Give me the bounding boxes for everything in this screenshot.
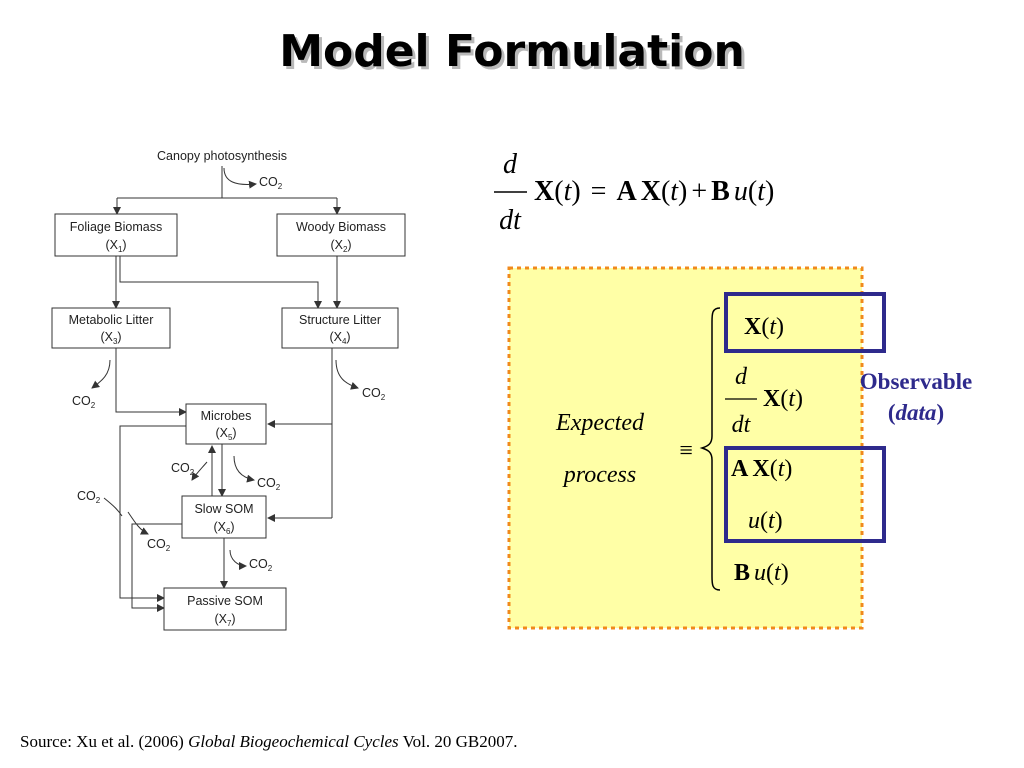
- flow-arrow: [119, 425, 186, 602]
- canopy-photosynthesis-label: Canopy photosynthesis: [157, 149, 287, 163]
- svg-text:Microbes: Microbes: [201, 409, 252, 423]
- svg-text:(X3): (X3): [100, 330, 121, 346]
- co2-release-arrow: [127, 511, 149, 535]
- left-brace: [699, 307, 721, 591]
- svg-text:Passive SOM: Passive SOM: [187, 594, 263, 608]
- co2-label-top: CO2: [259, 175, 283, 191]
- svg-text:(X2): (X2): [330, 238, 351, 254]
- svg-text:(X6): (X6): [213, 520, 234, 536]
- svg-text:Foliage Biomass: Foliage Biomass: [70, 220, 162, 234]
- carbon-flow-diagram: Canopy photosynthesis CO2 Foliage Biomas…: [51, 149, 406, 631]
- co2-label: CO2: [257, 476, 281, 492]
- foliage-biomass-box: Foliage Biomass (X1): [54, 213, 178, 257]
- item-x-of-t: X(t): [744, 314, 784, 340]
- item-derivative-x: X(t): [763, 386, 803, 412]
- microbes-box: Microbes (X5): [185, 403, 267, 445]
- co2-label: CO2: [362, 386, 386, 402]
- co2-uptake-arrow: [223, 167, 257, 189]
- observable-data-label: (data): [888, 400, 944, 425]
- svg-text:Metabolic Litter: Metabolic Litter: [69, 313, 154, 327]
- slide-title: Model Formulation: [279, 26, 745, 77]
- co2-label: CO2: [147, 537, 171, 553]
- co2-release-arrow: [229, 549, 247, 570]
- passive-som-box: Passive SOM (X7): [163, 587, 287, 631]
- process-label: process: [562, 462, 636, 488]
- svg-text:(X1): (X1): [105, 238, 126, 254]
- item-derivative-d: d: [735, 364, 748, 390]
- co2-label: CO2: [171, 461, 195, 477]
- svg-text:Structure Litter: Structure Litter: [299, 313, 381, 327]
- co2-release-arrow: [335, 359, 359, 390]
- co2-release-arrow: [191, 461, 208, 481]
- flow-arrow: [115, 348, 187, 416]
- svg-text:(X4): (X4): [329, 330, 350, 346]
- svg-text:Slow SOM: Slow SOM: [194, 502, 253, 516]
- observable-box-ax-u: [724, 446, 886, 543]
- co2-release-arrow: [103, 497, 123, 517]
- observable-box-x: [724, 292, 886, 353]
- co2-label: CO2: [72, 394, 96, 410]
- observable-label: Observable: [860, 369, 972, 394]
- source-citation: Source: Xu et al. (2006) Global Biogeoch…: [20, 732, 518, 751]
- flow-arrow: [119, 256, 322, 309]
- equivalence-symbol: ≡: [679, 438, 693, 464]
- fraction-dt: dt: [499, 205, 522, 236]
- fraction-d: d: [503, 149, 518, 180]
- co2-release-arrow: [91, 359, 111, 389]
- co2-label: CO2: [249, 557, 273, 573]
- svg-text:Woody Biomass: Woody Biomass: [296, 220, 386, 234]
- co2-release-arrow: [233, 455, 255, 483]
- metabolic-litter-box: Metabolic Litter (X3): [51, 307, 171, 349]
- expected-label: Expected: [555, 410, 645, 436]
- item-derivative-dt: dt: [732, 412, 752, 438]
- svg-text:(X5): (X5): [215, 426, 236, 442]
- co2-label: CO2: [77, 489, 101, 505]
- item-u-of-t: u(t): [748, 508, 783, 534]
- woody-biomass-box: Woody Biomass (X2): [276, 213, 406, 257]
- structure-litter-box: Structure Litter (X4): [281, 307, 399, 349]
- svg-text:(X7): (X7): [214, 612, 235, 628]
- slow-som-box: Slow SOM (X6): [181, 495, 267, 539]
- flow-arrow: [131, 523, 182, 612]
